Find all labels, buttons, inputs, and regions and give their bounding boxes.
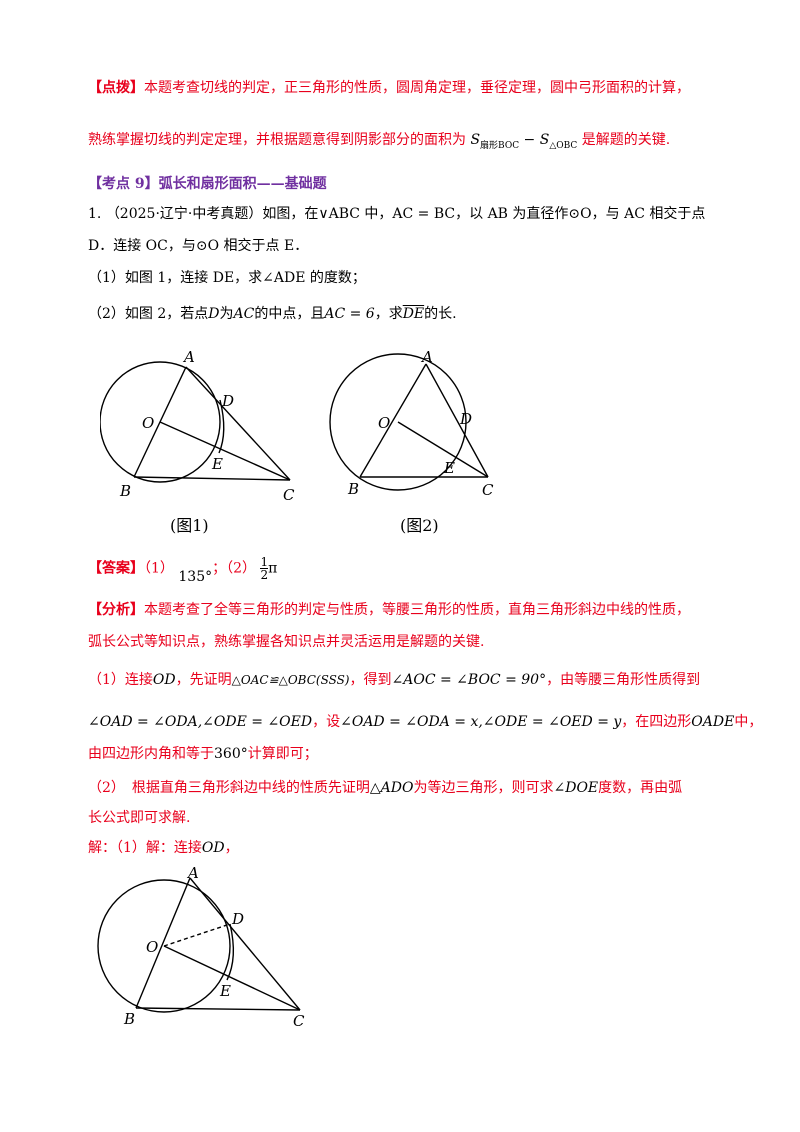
fig1-circle	[100, 361, 221, 483]
analysis-step-1: （1）连接OD，先证明△OAC≌△OBC(SSS)，得到∠AOC = ∠BOC …	[88, 672, 701, 688]
tip-text-2b: 是解题的关键.	[581, 132, 671, 148]
solution-line: 解：（1）解：连接OD，	[88, 840, 239, 856]
analysis-step-3: 由四边形内角和等于360°计算即可；	[88, 746, 318, 762]
sol-label-C: C	[293, 1012, 305, 1030]
fig2-label-B: B	[347, 480, 359, 498]
tip-line-2: 熟练掌握切线的判定定理，并根据题意得到阴影部分的面积为 S扇形BOC − S△O…	[88, 130, 720, 156]
tip-label: 【点拨】	[88, 80, 144, 96]
analysis-step-2: ∠OAD = ∠ODA,∠ODE = ∠OED，设∠OAD = ∠ODA = x…	[88, 714, 763, 730]
answer-label: 【答案】	[88, 560, 144, 577]
sol-label-A: A	[186, 864, 199, 882]
solution-figure: A B C D E O	[97, 864, 305, 1030]
fig1-label-O: O	[142, 414, 154, 432]
analysis-step-5: 长公式即可求解.	[88, 810, 191, 826]
sol-label-E: E	[219, 982, 231, 1000]
tip-formula: S扇形BOC − S△OBC	[470, 132, 578, 151]
problem-part-1: （1）如图 1，连接 DE，求∠ADE 的度数；	[88, 270, 366, 286]
analysis-step-4: （2） 根据直角三角形斜边中线的性质先证明△ADO为等边三角形，则可求∠DOE度…	[88, 780, 683, 796]
sol-label-B: B	[123, 1010, 135, 1028]
fig2-label-E: E	[443, 459, 455, 477]
section-title: 【考点 9】弧长和扇形面积——基础题	[88, 176, 327, 192]
tip-line-1: 【点拨】本题考查切线的判定，正三角形的性质，圆周角定理，垂径定理，圆中弓形面积的…	[88, 78, 720, 98]
fig2-label-O: O	[378, 414, 390, 432]
fig1-caption: (图1)	[170, 516, 209, 535]
problem-number: 1.	[88, 206, 102, 222]
fig2-caption: (图2)	[400, 516, 439, 535]
figure-2: A B C D E O	[329, 348, 494, 499]
fig1-label-D: D	[221, 392, 234, 410]
tip-text-2a: 熟练掌握切线的判定定理，并根据题意得到阴影部分的面积为	[88, 132, 466, 148]
sol-label-O: O	[146, 938, 158, 956]
analysis-line-1: 【分析】本题考查了全等三角形的判定与性质，等腰三角形的性质，直角三角形斜边中线的…	[88, 602, 690, 618]
problem-text-1: 如图，在∨ABC 中，AC = BC，以 AB 为直径作⊙O，与 AC 相交于点	[262, 206, 706, 222]
fig2-circle	[329, 353, 467, 491]
fig2-label-A: A	[420, 348, 433, 366]
problem-line-2: D．连接 OC，与⊙O 相交于点 E．	[88, 238, 309, 254]
problem-part-2: （2）如图 2，若点D为AC的中点，且AC = 6，求DE的长.	[88, 306, 457, 322]
analysis-line-2: 弧长公式等知识点，熟练掌握各知识点并灵活运用是解题的关键.	[88, 634, 485, 650]
problem-line-1: 1. （2025·辽宁·中考真题）如图，在∨ABC 中，AC = BC，以 AB…	[88, 204, 720, 224]
fig1-label-E: E	[211, 455, 223, 473]
figure-1: A B C D E O	[100, 348, 295, 504]
fig1-label-B: B	[119, 482, 131, 500]
fig1-label-A: A	[182, 348, 195, 366]
fig2-label-C: C	[482, 481, 494, 499]
answer-value-1: 135°	[178, 568, 213, 585]
fig2-label-D: D	[459, 410, 472, 428]
analysis-label: 【分析】	[88, 602, 144, 618]
fig1-label-C: C	[283, 486, 295, 504]
sol-label-D: D	[231, 910, 244, 928]
figures-1-2: A B C D E O A B C D E O	[100, 348, 494, 504]
tip-text-1: 本题考查切线的判定，正三角形的性质，圆周角定理，垂径定理，圆中弓形面积的计算，	[144, 80, 690, 96]
problem-source: （2025·辽宁·中考真题）	[105, 206, 263, 222]
